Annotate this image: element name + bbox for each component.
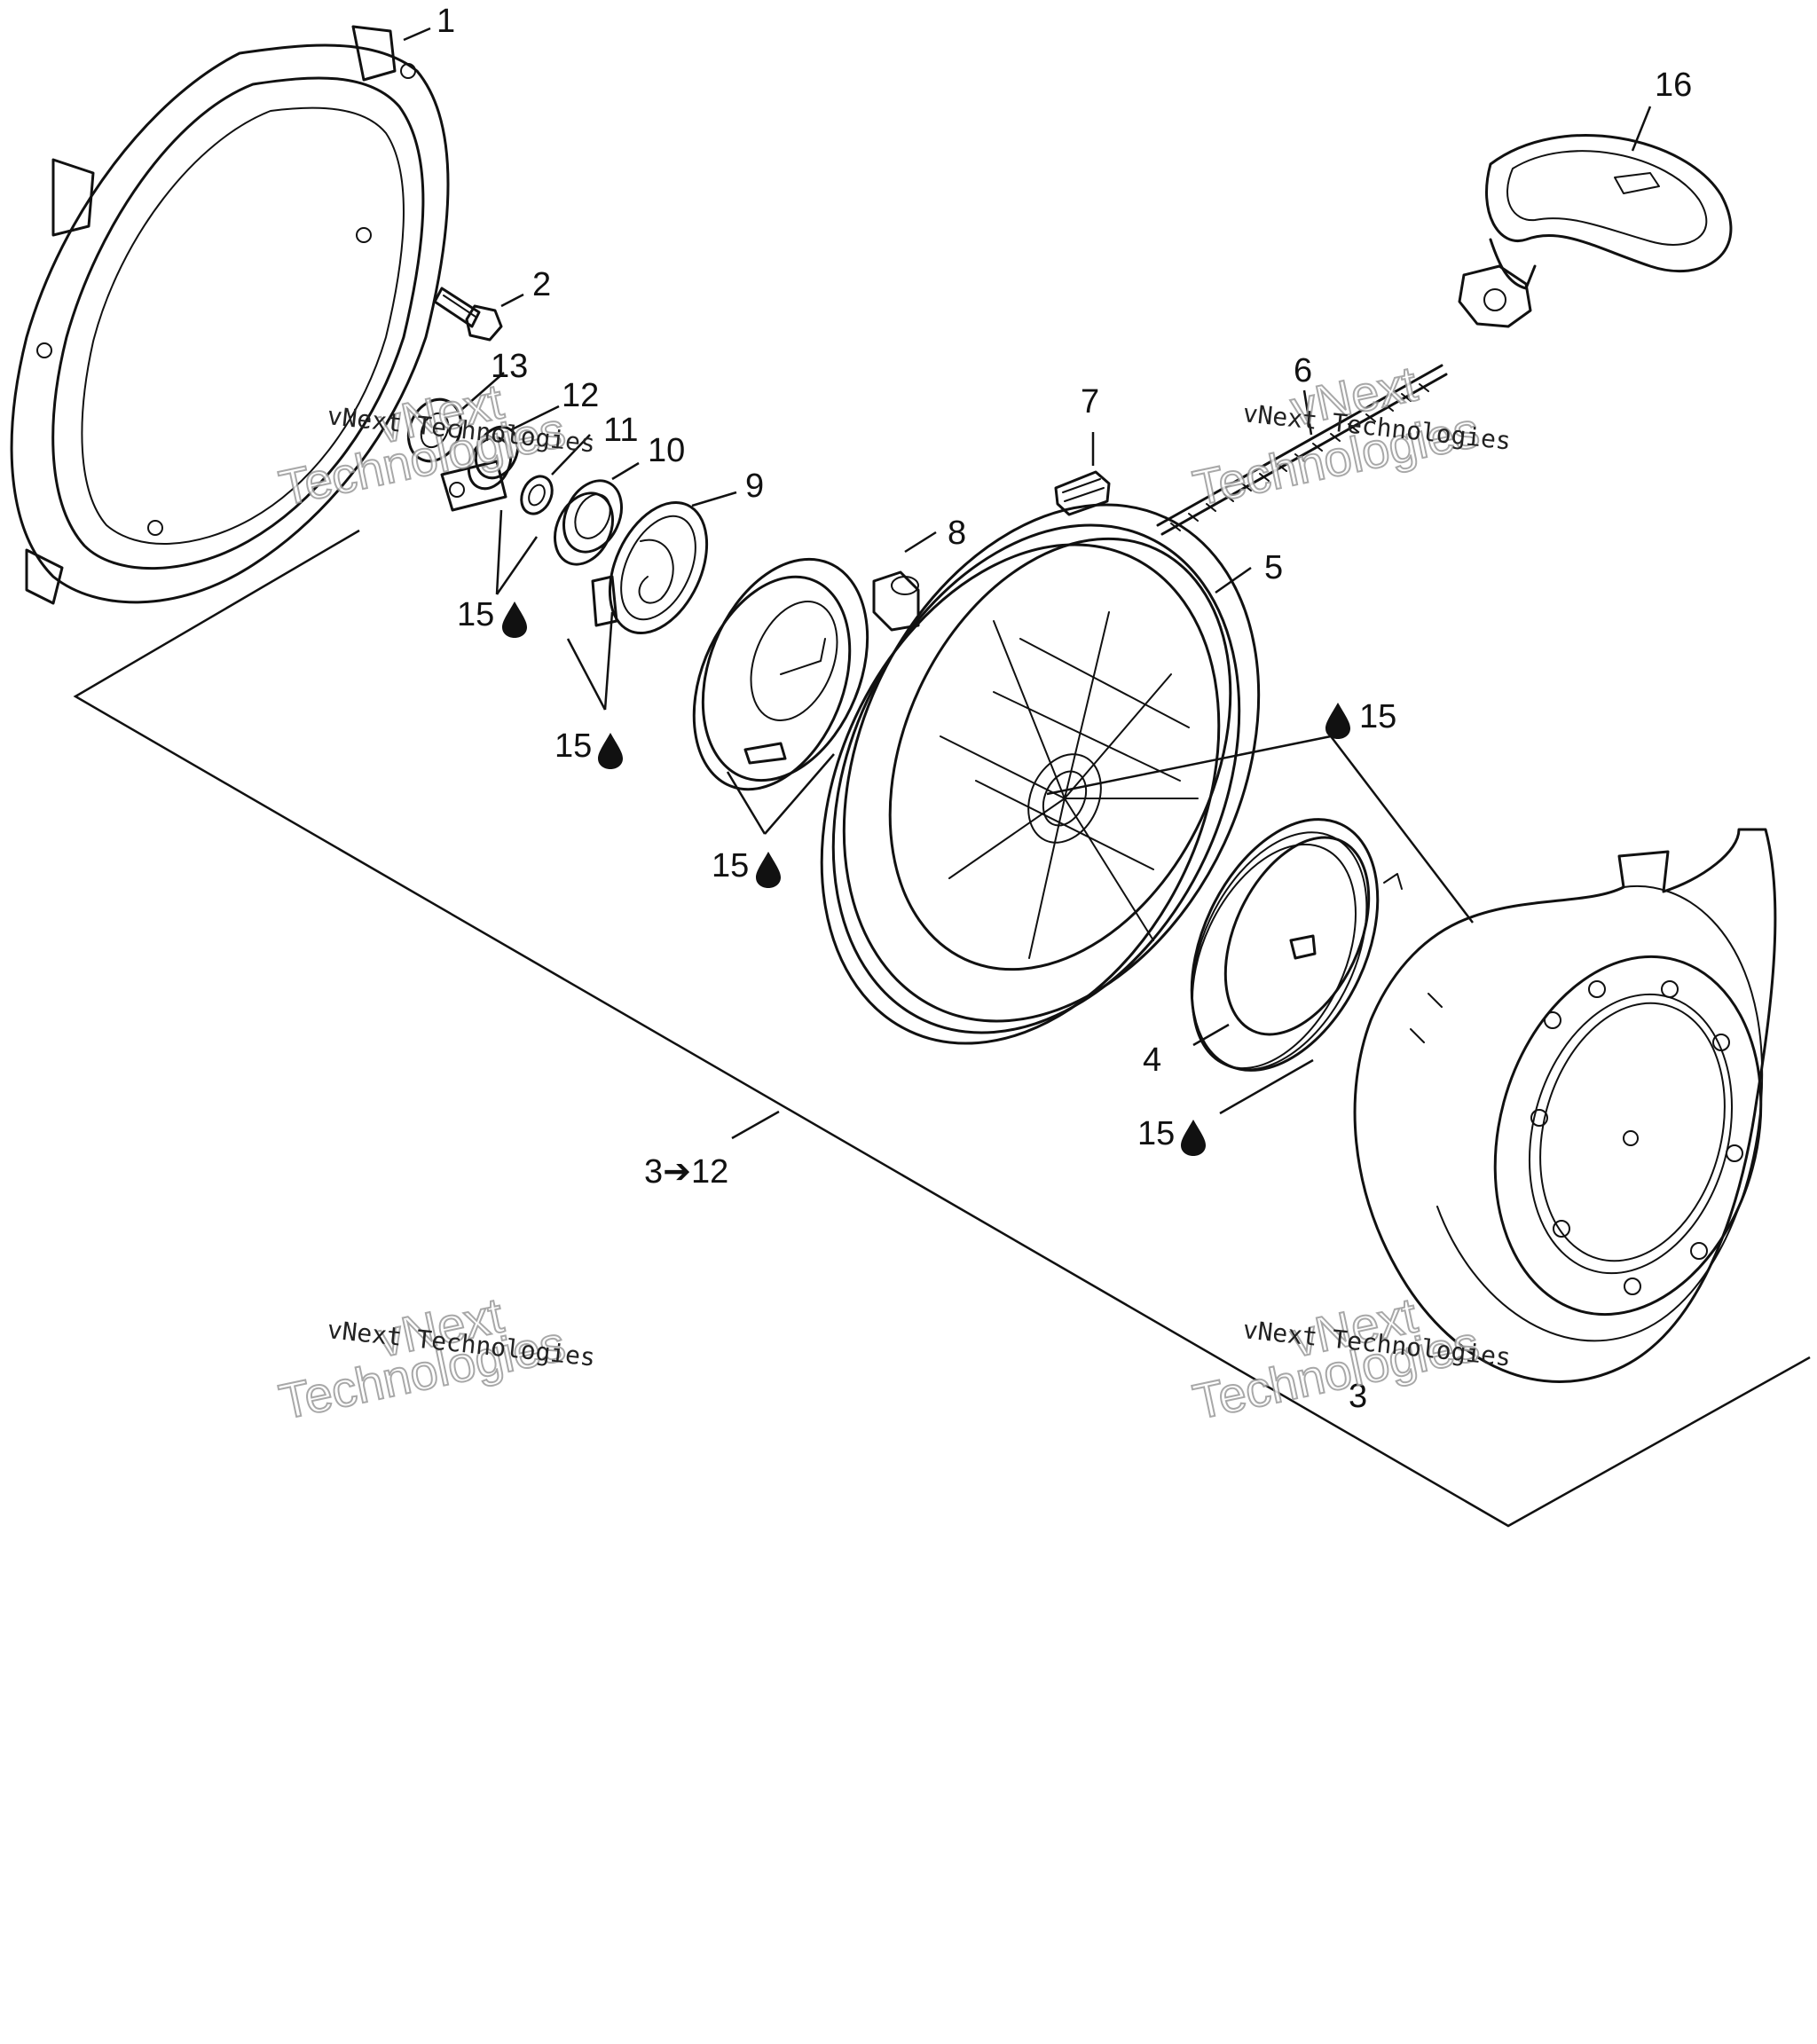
callout-11: 11 (603, 412, 638, 449)
callout-3: 3 (1349, 1378, 1367, 1415)
part-13-plate (406, 397, 507, 512)
part-12-bushing (467, 425, 520, 491)
callout-8: 8 (948, 515, 966, 552)
oil-drop-icon (1325, 703, 1350, 739)
callout-9: 9 (745, 468, 764, 505)
callout-4: 4 (1143, 1042, 1161, 1079)
callout-1: 1 (437, 3, 455, 40)
part-5-pulley (820, 503, 1261, 1045)
part-1-housing-ring (10, 25, 450, 605)
watermark-top-right: vNext Technologies vNext Technologies (1187, 354, 1512, 516)
callout-range-3-to-12: 3➔12 (644, 1153, 728, 1191)
oil-drop-icon (502, 601, 527, 638)
oil-drop-icons (502, 601, 1350, 1156)
callout-15-e: 15 (1137, 1115, 1175, 1152)
assembly-bracket (73, 529, 1811, 1528)
callout-12: 12 (562, 377, 599, 414)
watermark-bottom-left: vNext Technologies vNext Technologies (273, 1285, 596, 1430)
part-6-rope (1156, 364, 1448, 536)
callout-7: 7 (1081, 383, 1099, 421)
part-11-washer (520, 475, 554, 515)
oil-drop-icon (598, 733, 623, 769)
part-4-recoil-spring (1190, 818, 1403, 1072)
oil-drop-icon (756, 852, 781, 888)
part-16-handle (1458, 134, 1733, 328)
callout-labels: 1 2 13 12 11 10 9 8 7 6 5 16 4 3 3➔12 15… (437, 3, 1692, 1415)
part-2-bolt (433, 287, 503, 342)
callout-5: 5 (1264, 549, 1283, 586)
watermark-top-left: vNext Technologies vNext Technologies (273, 372, 596, 516)
part-7-pawl (1054, 470, 1111, 516)
part-10-collar (554, 479, 623, 566)
callout-15-c: 15 (712, 847, 749, 884)
leader-lines (403, 27, 1652, 1140)
callout-15-b: 15 (555, 727, 592, 765)
callout-6: 6 (1294, 352, 1312, 389)
callout-15-a: 15 (457, 596, 494, 633)
callout-13: 13 (491, 348, 528, 385)
part-8-ratchet (692, 557, 920, 791)
part-9-friction-spring (591, 500, 709, 635)
callout-2: 2 (532, 266, 551, 303)
callout-16: 16 (1655, 67, 1692, 104)
callout-10: 10 (648, 432, 685, 469)
callout-15-d: 15 (1359, 698, 1396, 735)
part-3-starter-housing (1353, 828, 1777, 1383)
oil-drop-icon (1181, 1120, 1206, 1156)
